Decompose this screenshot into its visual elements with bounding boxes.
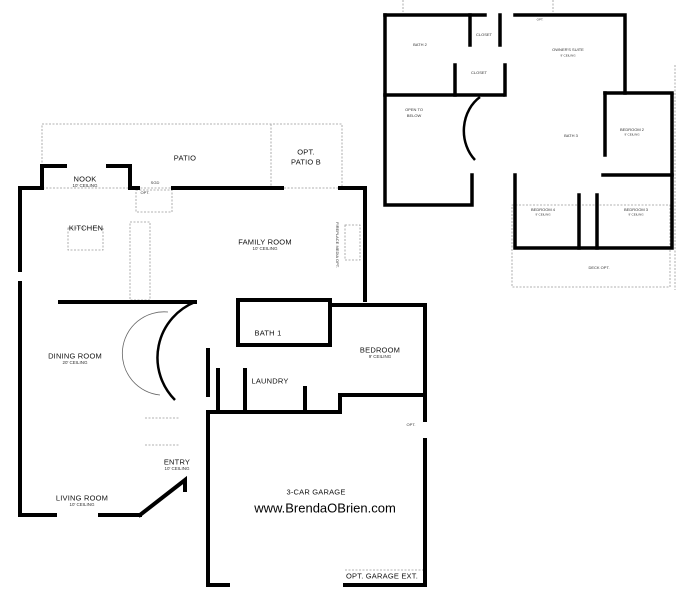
- website-watermark: www.BrendaOBrien.com: [254, 500, 396, 516]
- sgd-opt-label: OPT.: [140, 190, 150, 195]
- first-floor-walls: [18, 164, 427, 587]
- nook-ceiling: 10' CEILING: [72, 182, 98, 188]
- nook-label: NOOK: [73, 174, 97, 184]
- bedroom2-label: BEDROOM 2: [619, 127, 645, 132]
- living-room-ceiling: 10' CEILING: [69, 501, 95, 507]
- deck-outline: [511, 204, 671, 288]
- garage-opt-label: OPT.: [406, 422, 416, 427]
- garage-ext-label: OPT. GARAGE EXT.: [346, 571, 418, 581]
- bedroom-label: BEDROOM: [359, 345, 401, 355]
- kitchen-label: KITCHEN: [68, 223, 104, 233]
- family-room-label: FAMILY ROOM: [238, 237, 292, 247]
- fireplace-label: FIREPLACE MEDIA OPT.: [335, 222, 340, 268]
- kitchen-island: [67, 227, 104, 251]
- closet2-label: CLOSET: [470, 70, 488, 75]
- sgd-label: SGD: [150, 180, 160, 185]
- open-to-below-label-2: BELOW: [406, 113, 422, 118]
- bedroom-ceiling: 9' CEILING: [368, 353, 392, 359]
- deck-label: DECK OPT.: [588, 265, 610, 270]
- bedroom2-ceiling: 9' CEILING: [624, 132, 640, 137]
- bedroom4-ceiling: 9' CEILING: [535, 212, 551, 217]
- second-floor-walls: [383, 13, 674, 250]
- bath1-label: BATH 1: [254, 328, 282, 338]
- laundry-label: LAUNDRY: [251, 376, 289, 386]
- closet1-label: CLOSET: [475, 32, 493, 37]
- bedroom3-label: BEDROOM 3: [623, 207, 649, 212]
- bath3-label: BATH 3: [564, 133, 578, 138]
- owners-opt-label: OPT.: [536, 17, 544, 22]
- family-room-ceiling: 10' CEILING: [252, 245, 278, 251]
- staircase: [121, 300, 196, 401]
- dining-room-ceiling: 20' CEILING: [62, 359, 88, 365]
- bedroom3-ceiling: 9' CEILING: [628, 212, 644, 217]
- second-floor-staircase: [462, 95, 481, 161]
- owners-suite-label: OWNER'S SUITE: [552, 47, 584, 52]
- opt-patio-b-label-1: OPT.: [297, 147, 315, 157]
- open-to-below-label-1: OPEN TO: [405, 107, 423, 112]
- bath2-label: BATH 2: [413, 42, 427, 47]
- entry-label: ENTRY: [163, 457, 191, 467]
- fireplace: [344, 224, 361, 261]
- opt-patio-b-label-2: PATIO B: [291, 157, 321, 167]
- kitchen-counter: [129, 221, 151, 301]
- garage-label: 3-CAR GARAGE: [286, 487, 346, 497]
- dining-room-label: DINING ROOM: [48, 351, 102, 361]
- bedroom4-label: BEDROOM 4: [530, 207, 556, 212]
- sgd-door-outline: [135, 189, 173, 213]
- owners-suite-ceiling: 9' CEILING: [560, 53, 576, 58]
- entry-ceiling: 10' CEILING: [164, 465, 190, 471]
- outdoor-outlines: [41, 0, 676, 571]
- living-room-label: LIVING ROOM: [55, 493, 109, 503]
- patio-label: PATIO: [173, 153, 197, 163]
